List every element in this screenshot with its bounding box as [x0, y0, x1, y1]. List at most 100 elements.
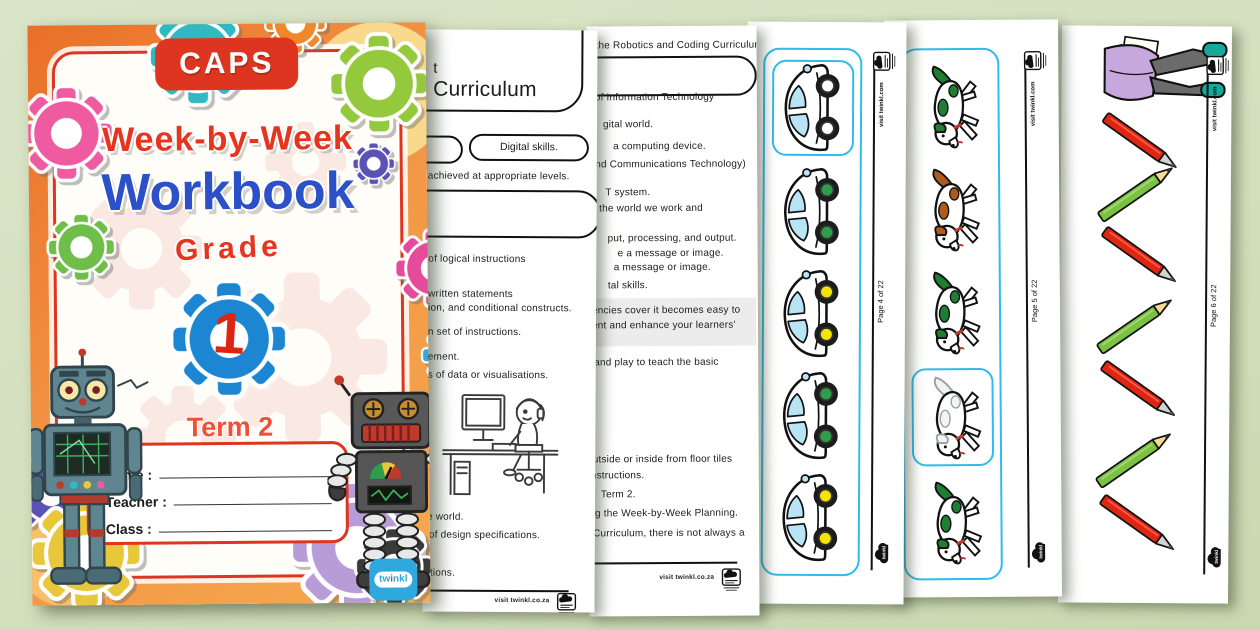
- text-fragment: n set of instructions.: [427, 326, 522, 339]
- text-fragment: utside or inside from floor tiles: [592, 453, 733, 466]
- car-item: [772, 268, 850, 360]
- workbook-cover: CAPS Week-by-Week Workbook Grade 1 Term …: [27, 22, 431, 606]
- footer-rule: [1024, 57, 1030, 568]
- site-link: visit twinkl.com: [1030, 81, 1037, 127]
- dog-item: [910, 367, 994, 467]
- info-page-about: t Curriculum Digital skills. achieved at…: [422, 29, 598, 613]
- twinkl-stamp-icon: [1023, 50, 1053, 71]
- watermark-gear-icon: [255, 112, 356, 218]
- robot-left-clipart: [27, 347, 169, 605]
- write-line: [159, 476, 332, 479]
- page-number: Page 5 of 22: [1029, 279, 1040, 323]
- text-fragment: achieved at appropriate levels.: [427, 170, 570, 183]
- car-item: [773, 166, 851, 258]
- text-fragment: and play to teach the basic: [594, 356, 719, 369]
- text-fragment: gital world.: [602, 119, 654, 131]
- heading-fragment: t the Robotics and Coding Curriculum.: [589, 39, 760, 52]
- caps-badge: CAPS: [154, 37, 299, 91]
- twinkl-logo: twinkl: [369, 558, 418, 601]
- page-number: Page 6 of 22: [1208, 284, 1219, 328]
- grade-gear-icon: [160, 269, 299, 413]
- text-fragment: e a message or image.: [617, 247, 724, 260]
- text-fragment: of logical instructions: [428, 253, 526, 266]
- gear-icon: [27, 77, 122, 195]
- twinkl-stamp-icon: [721, 568, 741, 596]
- text-fragment: put, processing, and output.: [607, 232, 737, 245]
- text-fragment: d the world we work and: [590, 202, 703, 215]
- series-title: Week-by-Week: [101, 118, 353, 160]
- title-box: t Curriculum: [422, 29, 584, 113]
- text-fragment: of design specifications.: [428, 529, 541, 542]
- svg-text:twinkl: twinkl: [1214, 550, 1220, 564]
- write-line: [173, 503, 332, 506]
- text-fragment: of Information Technology: [594, 91, 715, 104]
- pill-partial: [422, 135, 463, 164]
- text-fragment: written statements: [428, 288, 513, 301]
- pencil-item: [1092, 425, 1177, 491]
- text-fragment: Curriculum, there is not always a: [593, 527, 745, 540]
- pattern-frame: [760, 47, 863, 577]
- robot-right-clipart: [326, 352, 431, 606]
- car-item: [771, 472, 849, 564]
- pencil-item: [1098, 223, 1183, 290]
- car-item: [772, 370, 850, 462]
- text-fragment: encies cover it becomes easy to: [591, 304, 741, 317]
- footer-rule: [422, 589, 569, 592]
- worksheet-page-cars: What colour will the last car's wheels b…: [744, 21, 907, 605]
- pencil-pattern: [1062, 25, 1232, 550]
- text-fragment: ion, and conditional constructs.: [428, 302, 572, 315]
- text-fragment: g the Week-by-Week Planning.: [594, 507, 739, 520]
- footer-rule: [1203, 62, 1209, 575]
- car-item: [771, 59, 854, 157]
- twinkl-cloud-icon: twinkl: [872, 538, 895, 566]
- twinkl-stamp-icon: [872, 51, 902, 71]
- empty-rounded-box: [422, 189, 598, 239]
- dog-item: [911, 59, 990, 154]
- text-fragment: ement.: [427, 351, 460, 363]
- title-fragment: t: [433, 59, 438, 77]
- pencil-item: [1099, 109, 1184, 176]
- twinkl-logo-text: twinkl: [374, 571, 413, 588]
- footer-rule: [870, 56, 876, 571]
- text-fragment: tal skills.: [607, 280, 648, 292]
- twinkl-cloud-icon: twinkl: [1205, 542, 1228, 570]
- site-link: visit twinkl.co.za: [494, 596, 550, 605]
- dog-item: [914, 475, 993, 570]
- decorative-gears: [27, 22, 431, 606]
- site-link: visit twinkl.co.za: [659, 573, 715, 582]
- page-title: Workbook: [101, 161, 355, 223]
- gear-icon: [41, 207, 122, 293]
- footer-rule: [586, 561, 738, 565]
- computer-girl-clipart: [437, 382, 564, 506]
- gear-icon: [348, 139, 398, 194]
- text-fragment: nd Communications Technology): [595, 158, 746, 171]
- empty-rounded-box: [586, 55, 757, 97]
- text-fragment: nstructions.: [590, 470, 645, 482]
- twinkl-stamp-icon: [1206, 55, 1236, 76]
- site-link: visit twinkl.com: [878, 82, 886, 127]
- twinkl-cloud-icon: twinkl: [1029, 537, 1052, 565]
- dog-item: [911, 162, 990, 257]
- text-fragment: Term 2.: [600, 489, 636, 501]
- text-fragment: a message or image.: [613, 261, 711, 274]
- worksheet-page-dogs: visit twinkl.com Page 5 of 22 twinkl: [883, 19, 1063, 598]
- title-fragment: Curriculum: [433, 77, 537, 102]
- write-line: [158, 530, 332, 533]
- svg-text:twinkl: twinkl: [881, 546, 887, 560]
- text-fragment: s of data or visualisations.: [427, 369, 549, 382]
- twinkl-stamp-icon: [556, 592, 577, 613]
- pencil-item: [1093, 291, 1178, 357]
- svg-text:twinkl: twinkl: [1038, 545, 1044, 559]
- pencil-item: [1096, 491, 1181, 558]
- worksheet-page-pencils: visit twinkl.com Page 6 of 22 twinkl: [1057, 25, 1233, 604]
- pencil-item: [1097, 357, 1182, 424]
- pattern-frame: [900, 47, 1003, 581]
- page-number: Page 4 of 22: [875, 280, 886, 323]
- text-fragment: a computing device.: [613, 140, 706, 153]
- text-fragment: ent and enhance your learners': [591, 319, 736, 332]
- info-page-curriculum: t the Robotics and Coding Curriculum. of…: [586, 25, 760, 617]
- text-fragment: e world.: [426, 511, 464, 523]
- grade-number: 1: [211, 300, 248, 367]
- site-link: visit twinkl.com: [1212, 86, 1219, 132]
- pencil-item: [1094, 159, 1179, 225]
